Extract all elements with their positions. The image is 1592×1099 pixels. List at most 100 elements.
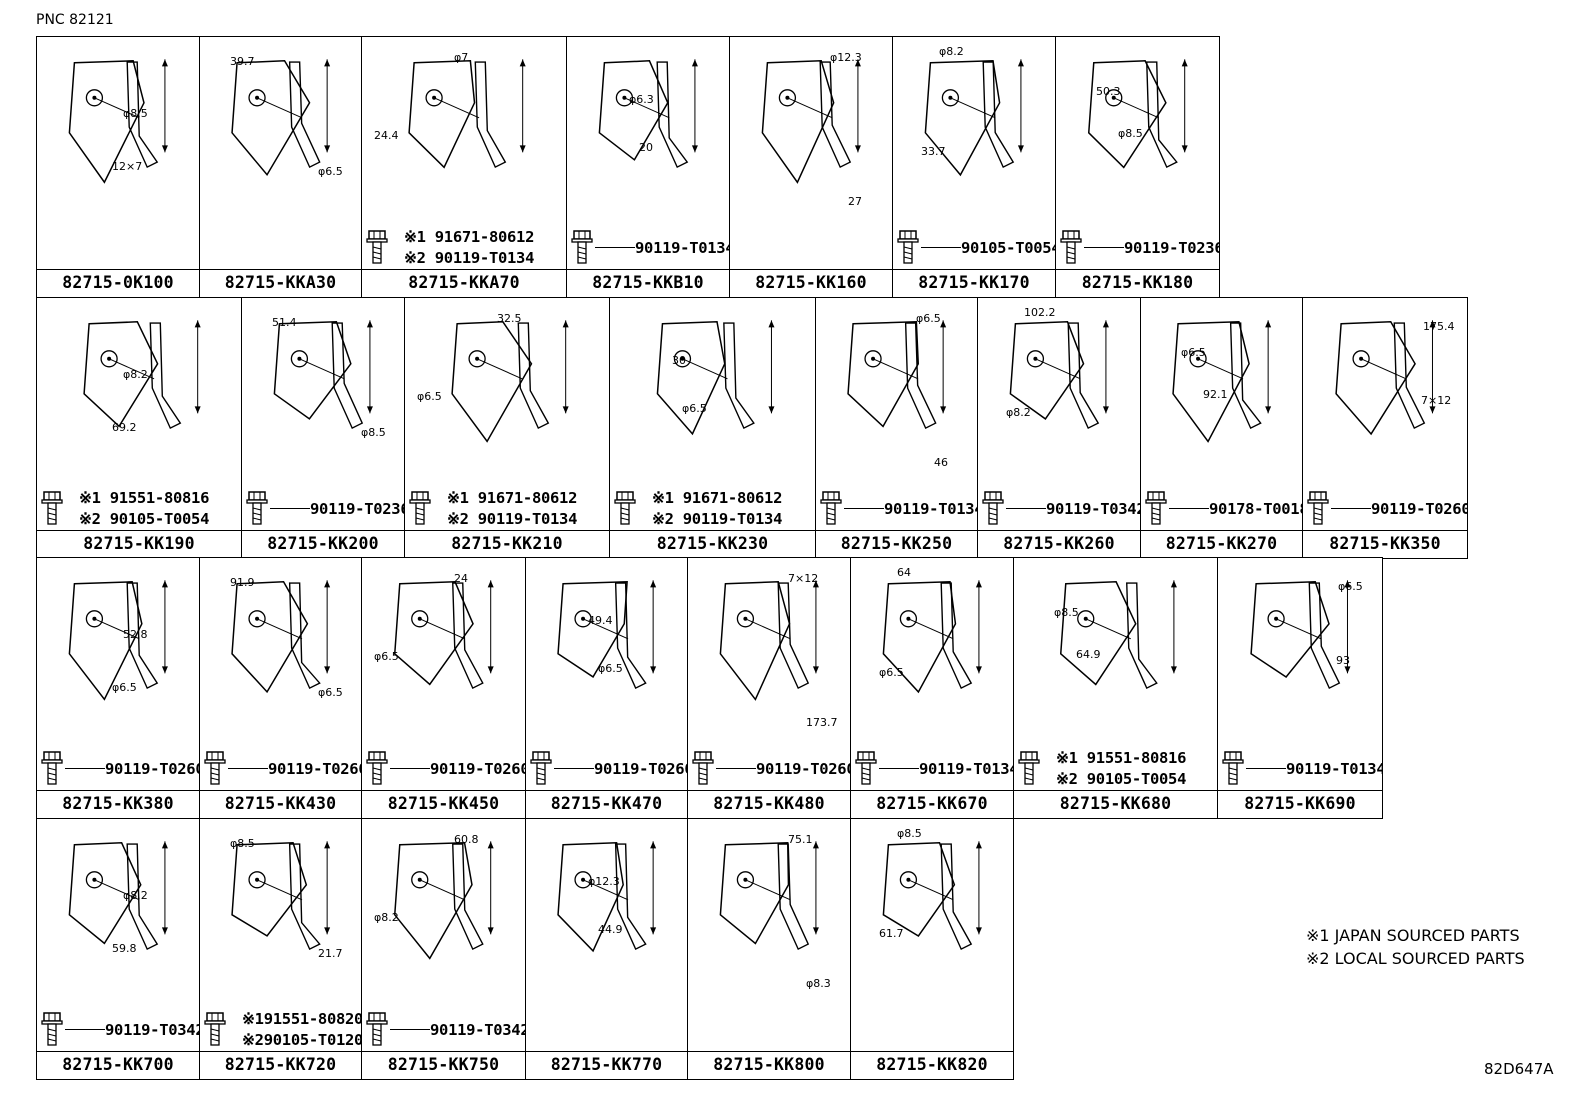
bracket-drawing	[557, 580, 657, 690]
dimension-label: φ12.3	[830, 51, 862, 64]
leader-line	[554, 768, 594, 769]
dimension-label: φ8.5	[1118, 127, 1143, 140]
part-number: 82715-KK700	[37, 1051, 199, 1079]
part-number: 82715-KK170	[893, 269, 1055, 297]
dimension-label: 50.3	[1096, 85, 1121, 98]
leader-line	[228, 768, 268, 769]
fastener-callout: 90105-T0054	[893, 226, 1055, 268]
bolt-icon	[409, 491, 431, 525]
part-number: 82715-KK160	[730, 269, 892, 297]
fastener-part-number: 90119-T0236	[1124, 239, 1220, 257]
bolt-icon	[1222, 751, 1244, 785]
part-number: 82715-KK820	[851, 1051, 1013, 1079]
fastener-part-number: 90119-T0260	[268, 760, 362, 778]
fastener-part-number: 90119-T0134	[919, 760, 1014, 778]
bracket-drawing	[1172, 320, 1272, 443]
fastener-callout: 90178-T0018	[1141, 487, 1302, 529]
leader-line	[921, 247, 961, 248]
part-number: 82715-KK180	[1056, 269, 1219, 297]
part-number: 82715-KKA70	[362, 269, 566, 297]
fastener-part-number: ※2 90119-T0134	[404, 249, 535, 267]
leader-line	[716, 768, 756, 769]
bracket-drawing	[557, 841, 657, 953]
dimension-label: φ6.5	[879, 666, 904, 679]
bolt-icon	[366, 230, 388, 264]
dimension-label: φ8.5	[897, 827, 922, 840]
fastener-callout: 90119-T0236	[1056, 226, 1219, 268]
dimension-label: φ8.5	[230, 837, 255, 850]
dimension-label: φ6.5	[598, 662, 623, 675]
dimension-label: 59.8	[112, 942, 137, 955]
leader-line	[65, 768, 105, 769]
bracket-drawing	[1250, 580, 1351, 690]
bolt-icon	[204, 751, 226, 785]
fastener-callout: 90119-T0260	[362, 747, 525, 789]
leader-line	[844, 508, 884, 509]
part-number: 82715-KK680	[1014, 790, 1217, 818]
fastener-part-number: 90119-T0260	[594, 760, 688, 778]
part-number: 82715-KK210	[405, 530, 609, 558]
part-number: 82715-KKB10	[567, 269, 729, 297]
part-number: 82715-KK770	[526, 1051, 687, 1079]
bolt-icon	[366, 751, 388, 785]
dimension-label: 173.7	[806, 716, 838, 729]
fastener-part-number: ※191551-80820	[242, 1010, 362, 1028]
legend: ※1 JAPAN SOURCED PARTS ※2 LOCAL SOURCED …	[1306, 924, 1525, 970]
part-number: 82715-KK450	[362, 790, 525, 818]
bracket-drawing	[761, 59, 861, 184]
fastener-part-number: ※2 90105-T0054	[79, 510, 210, 528]
bracket-drawing	[231, 841, 331, 951]
fastener-part-number: 90119-T0260	[756, 760, 851, 778]
bracket-drawing	[231, 59, 331, 177]
fastener-callout: ※1 91671-80612 ※2 90119-T0134	[362, 226, 566, 268]
dimension-label: 69.2	[112, 421, 137, 434]
dimension-label: φ7	[454, 51, 469, 64]
dimension-label: 12×7	[112, 160, 143, 173]
fastener-part-number: 90105-T0054	[961, 239, 1056, 257]
part-number: 82715-KK260	[978, 530, 1140, 558]
fastener-part-number: 90119-T0260	[430, 760, 526, 778]
dimension-label: 52.8	[123, 628, 148, 641]
dimension-label: φ6.3	[629, 93, 654, 106]
bolt-icon	[571, 230, 593, 264]
dimension-label: 44.9	[598, 923, 623, 936]
leader-line	[595, 247, 635, 248]
dimension-label: φ6.5	[1338, 580, 1363, 593]
dimension-label: 24.4	[374, 129, 399, 142]
bolt-icon	[897, 230, 919, 264]
leader-line	[270, 508, 310, 509]
fastener-part-number: 90119-T0134	[884, 500, 978, 518]
fastener-part-number: ※1 91551-80816	[1056, 749, 1187, 767]
part-number: 82715-KK720	[200, 1051, 361, 1079]
part-number: 82715-KK800	[688, 1051, 850, 1079]
bolt-icon	[41, 491, 63, 525]
dimension-label: φ8.2	[123, 368, 148, 381]
bracket-drawing	[83, 320, 201, 430]
dimension-label: φ8.3	[806, 977, 831, 990]
fastener-part-number: ※2 90119-T0134	[652, 510, 783, 528]
fastener-callout: 90119-T0260	[37, 747, 199, 789]
bracket-drawing	[847, 320, 947, 430]
dimension-label: 46	[934, 456, 948, 469]
part-number: 82715-KK670	[851, 790, 1013, 818]
fastener-callout: 90119-T0134	[816, 487, 977, 529]
leader-line	[1169, 508, 1209, 509]
fastener-part-number: ※1 91671-80612	[404, 228, 535, 246]
bolt-icon	[820, 491, 842, 525]
dimension-label: 91.9	[230, 576, 255, 589]
dimension-label: 33.7	[921, 145, 946, 158]
fastener-part-number: 90119-T0342	[430, 1021, 526, 1039]
fastener-part-number: ※1 91671-80612	[447, 489, 578, 507]
fastener-part-number: 90119-T0342	[105, 1021, 200, 1039]
part-number: 82715-KK200	[242, 530, 404, 558]
